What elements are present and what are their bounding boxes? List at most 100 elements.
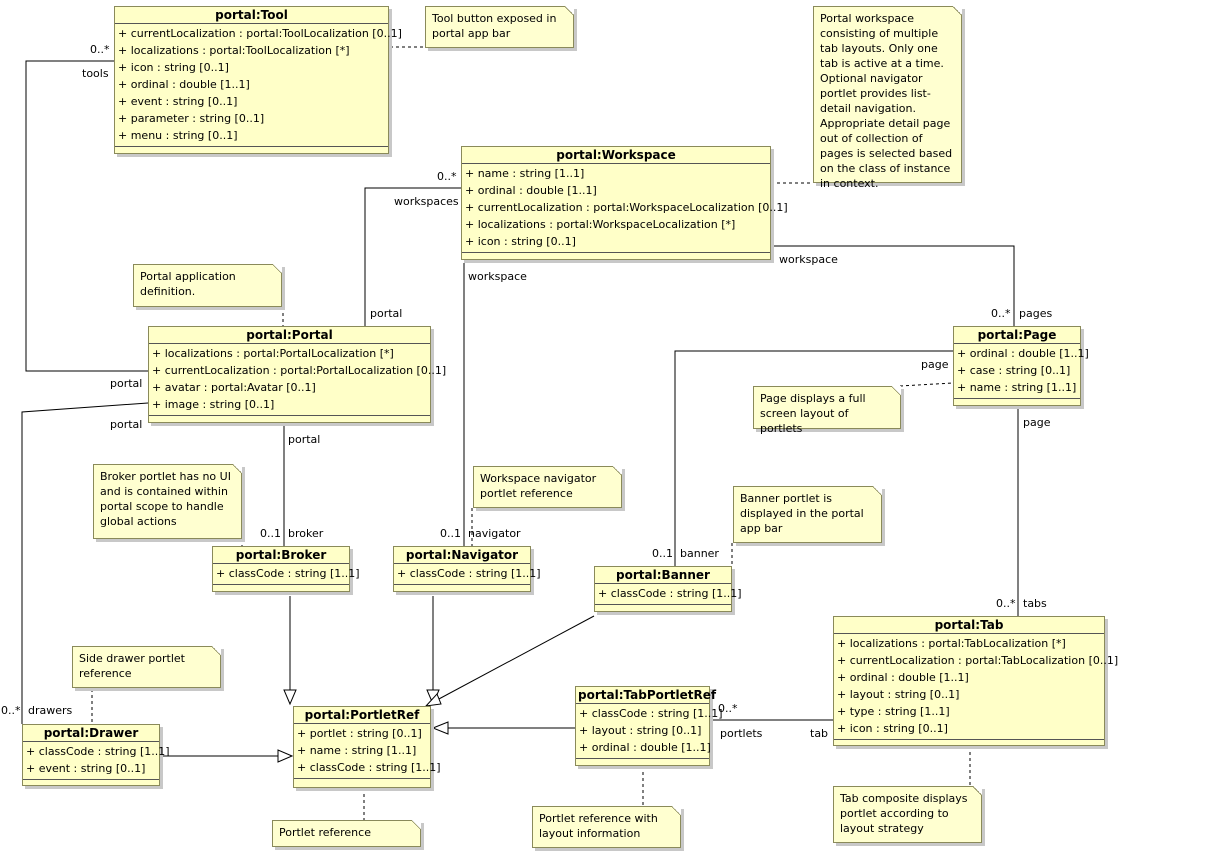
class-portal-navigator[interactable]: portal:Navigator + classCode : string [1… [393,546,541,592]
multiplicity-tabs: 0..* [996,597,1016,610]
class-attribute: + name : string [1..1] [465,167,585,180]
class-operations [394,585,530,591]
class-attribute: + layout : string [0..1] [579,724,702,737]
class-operations [576,759,709,765]
class-attribute: + ordinal : double [1..1] [118,78,250,91]
role-banner-page: page [921,358,949,371]
multiplicity-broker: 0..1 [260,527,281,540]
note-navigator[interactable]: Workspace navigator portlet reference [473,466,622,508]
class-attribute: + menu : string [0..1] [118,129,238,142]
gen-arrow-broker [283,689,297,706]
class-portal-page[interactable]: portal:Page + ordinal : double [1..1] + … [953,326,1089,406]
multiplicity-navigator: 0..1 [440,527,461,540]
class-attribute: + portlet : string [0..1] [297,727,422,740]
class-attribute: + localizations : portal:PortalLocalizat… [152,347,394,360]
note-tool[interactable]: Tool button exposed in portal app bar [425,6,574,48]
class-attributes: + classCode : string [1..1] + event : st… [23,742,170,780]
class-attribute: + icon : string [0..1] [118,61,229,74]
class-attribute: + currentLocalization : portal:PortalLoc… [152,364,447,377]
class-attributes: + classCode : string [1..1] [595,584,742,605]
class-portal-tabportletref[interactable]: portal:TabPortletRef + classCode : strin… [575,686,723,766]
class-attribute: + localizations : portal:ToolLocalizatio… [118,44,350,57]
class-attribute: + classCode : string [1..1] [579,707,723,720]
class-attribute: + parameter : string [0..1] [118,112,265,125]
class-portal-tool[interactable]: portal:Tool + currentLocalization : port… [114,6,402,154]
class-attribute: + ordinal : double [1..1] [957,347,1089,360]
class-portal-portletref[interactable]: portal:PortletRef + portlet : string [0.… [293,706,441,788]
class-attribute: + image : string [0..1] [152,398,275,411]
class-attribute: + classCode : string [1..1] [598,587,742,600]
gen-arrow-banner [424,693,442,707]
class-attribute: + ordinal : double [1..1] [579,741,711,754]
role-tools: tools [82,67,109,80]
class-title: portal:Tool [115,7,388,24]
gen-arrow-tabportletref [431,721,449,735]
class-attribute: + localizations : portal:WorkspaceLocali… [465,218,736,231]
class-title: portal:Portal [149,327,430,344]
class-operations [294,779,430,785]
note-banner[interactable]: Banner portlet is displayed in the porta… [733,486,882,543]
note-tab[interactable]: Tab composite displays portlet according… [833,786,982,843]
role-navigator: navigator [468,527,521,540]
class-operations [213,585,349,591]
role-tool-portal: portal [110,377,143,390]
role-portlet-tab: tab [810,727,829,740]
note-portletref[interactable]: Portlet reference [272,820,421,847]
class-attribute: + icon : string [0..1] [837,722,948,735]
class-title: portal:Tab [834,617,1104,634]
class-title: portal:Drawer [23,725,159,742]
class-title: portal:Page [954,327,1080,344]
class-attribute: + avatar : portal:Avatar [0..1] [152,381,316,394]
class-attribute: + currentLocalization : portal:TabLocali… [837,654,1119,667]
role-broker: broker [288,527,324,540]
note-tabportletref[interactable]: Portlet reference with layout informatio… [532,806,681,848]
class-operations [834,740,1104,746]
role-tabs: tabs [1023,597,1047,610]
class-title: portal:Workspace [462,147,770,164]
note-portal[interactable]: Portal application definition. [133,264,282,307]
class-attribute: + classCode : string [1..1] [297,761,441,774]
note-drawer[interactable]: Side drawer portlet reference [72,646,221,688]
multiplicity-workspaces: 0..* [437,170,457,183]
note-workspace[interactable]: Portal workspace consisting of multiple … [813,6,962,190]
class-portal-broker[interactable]: portal:Broker + classCode : string [1..1… [212,546,360,592]
role-navigator-workspace: workspace [468,270,527,283]
class-attributes: + classCode : string [1..1] + layout : s… [576,704,723,759]
class-attribute: + ordinal : double [1..1] [837,671,969,684]
class-attribute: + classCode : string [1..1] [216,567,360,580]
class-portal-workspace[interactable]: portal:Workspace + name : string [1..1] … [461,146,788,260]
class-attributes: + currentLocalization : portal:ToolLocal… [115,24,402,147]
class-attribute: + localizations : portal:TabLocalization… [837,637,1066,650]
role-broker-portal: portal [288,433,321,446]
gen-banner [436,615,595,701]
class-operations [149,416,430,422]
class-operations [595,605,731,611]
role-workspaces: workspaces [394,195,459,208]
class-portal-banner[interactable]: portal:Banner + classCode : string [1..1… [594,566,742,612]
multiplicity-drawers: 0..* [1,704,21,717]
class-portal-drawer[interactable]: portal:Drawer + classCode : string [1..1… [22,724,170,786]
class-title: portal:PortletRef [294,707,430,724]
class-attribute: + ordinal : double [1..1] [465,184,597,197]
class-operations [115,147,388,153]
class-portal-tab[interactable]: portal:Tab + localizations : portal:TabL… [833,616,1119,746]
class-title: portal:Navigator [394,547,530,564]
class-operations [23,780,159,786]
class-attribute: + layout : string [0..1] [837,688,960,701]
note-broker[interactable]: Broker portlet has no UI and is containe… [93,464,242,539]
class-attributes: + localizations : portal:PortalLocalizat… [149,344,447,416]
class-attribute: + icon : string [0..1] [465,235,576,248]
class-attribute: + currentLocalization : portal:ToolLocal… [118,27,402,40]
class-operations [462,253,770,259]
class-title: portal:Banner [595,567,731,584]
note-page[interactable]: Page displays a full screen layout of po… [753,386,901,435]
class-title: portal:TabPortletRef [576,688,717,704]
role-drawer-portal: portal [110,418,143,431]
class-attribute: + currentLocalization : portal:Workspace… [465,201,788,214]
class-portal-portal[interactable]: portal:Portal + localizations : portal:P… [148,326,447,423]
class-attribute: + case : string [0..1] [957,364,1071,377]
role-workspace-portal: portal [370,307,403,320]
class-attribute: + classCode : string [1..1] [397,567,541,580]
gen-arrow-navigator [426,689,440,706]
